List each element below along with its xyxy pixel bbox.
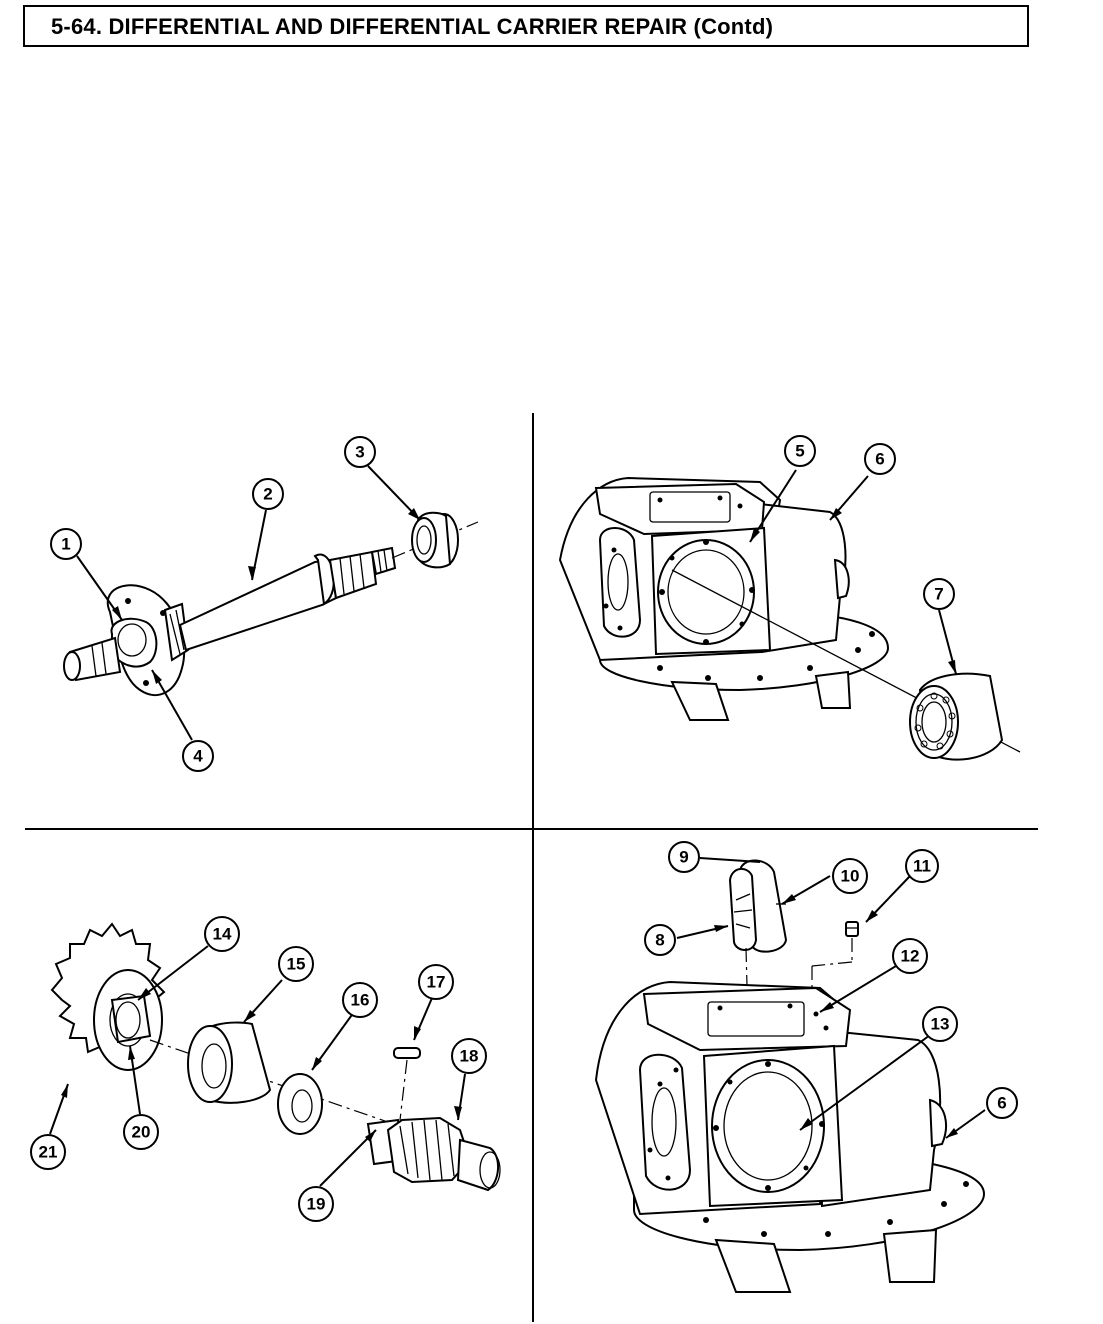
svg-text:9: 9 — [679, 848, 688, 867]
callout-4: 4 — [182, 740, 214, 772]
key-17 — [393, 1047, 421, 1121]
callout-18: 18 — [451, 1038, 487, 1074]
callout-7: 7 — [923, 578, 955, 610]
callout-1: 1 — [50, 528, 82, 560]
callout-2: 2 — [252, 478, 284, 510]
callout-19: 19 — [298, 1186, 334, 1222]
bearing-cap — [728, 859, 788, 953]
svg-text:19: 19 — [307, 1195, 326, 1214]
callout-6-bottom: 6 — [986, 1087, 1018, 1119]
section-title: 5-64. DIFFERENTIAL AND DIFFERENTIAL CARR… — [51, 14, 774, 39]
callout-9: 9 — [668, 841, 700, 873]
svg-text:4: 4 — [193, 747, 203, 766]
callout-14: 14 — [204, 916, 240, 952]
callout-12: 12 — [892, 938, 928, 974]
svg-text:10: 10 — [841, 867, 860, 886]
svg-text:20: 20 — [132, 1123, 151, 1142]
callout-5: 5 — [784, 435, 816, 467]
bearing-15 — [187, 1021, 272, 1104]
callout-13: 13 — [922, 1006, 958, 1042]
leader-lines — [49, 465, 986, 1187]
callout-21: 21 — [30, 1134, 66, 1170]
callout-15: 15 — [278, 946, 314, 982]
pinion-gear-18 — [366, 1116, 501, 1192]
svg-text:7: 7 — [934, 585, 943, 604]
svg-text:3: 3 — [355, 443, 364, 462]
callout-10: 10 — [832, 858, 868, 894]
svg-text:15: 15 — [287, 955, 306, 974]
callout-3: 3 — [344, 436, 376, 468]
callout-20: 20 — [123, 1114, 159, 1150]
svg-text:5: 5 — [795, 442, 804, 461]
svg-text:21: 21 — [39, 1143, 58, 1162]
section-title-box: 5-64. DIFFERENTIAL AND DIFFERENTIAL CARR… — [23, 5, 1029, 47]
callout-17: 17 — [418, 964, 454, 1000]
svg-text:18: 18 — [460, 1047, 479, 1066]
svg-text:6: 6 — [875, 450, 884, 469]
roller-bearing — [909, 672, 1004, 761]
washer-16 — [277, 1073, 323, 1135]
callout-6-top: 6 — [864, 443, 896, 475]
callout-11: 11 — [905, 849, 939, 883]
svg-text:2: 2 — [263, 485, 272, 504]
svg-text:6: 6 — [997, 1094, 1006, 1113]
svg-text:1: 1 — [61, 535, 70, 554]
svg-text:13: 13 — [931, 1015, 950, 1034]
svg-text:8: 8 — [655, 931, 664, 950]
ring-gear — [50, 922, 166, 1071]
svg-text:14: 14 — [213, 925, 232, 944]
svg-text:16: 16 — [351, 991, 370, 1010]
svg-text:17: 17 — [427, 973, 446, 992]
callout-8: 8 — [644, 924, 676, 956]
callout-16: 16 — [342, 982, 378, 1018]
bearing-cup — [411, 511, 459, 569]
svg-text:12: 12 — [901, 947, 920, 966]
differential-carrier-bottom — [594, 980, 986, 1293]
differential-carrier-top — [558, 476, 1021, 753]
svg-text:11: 11 — [913, 857, 931, 876]
